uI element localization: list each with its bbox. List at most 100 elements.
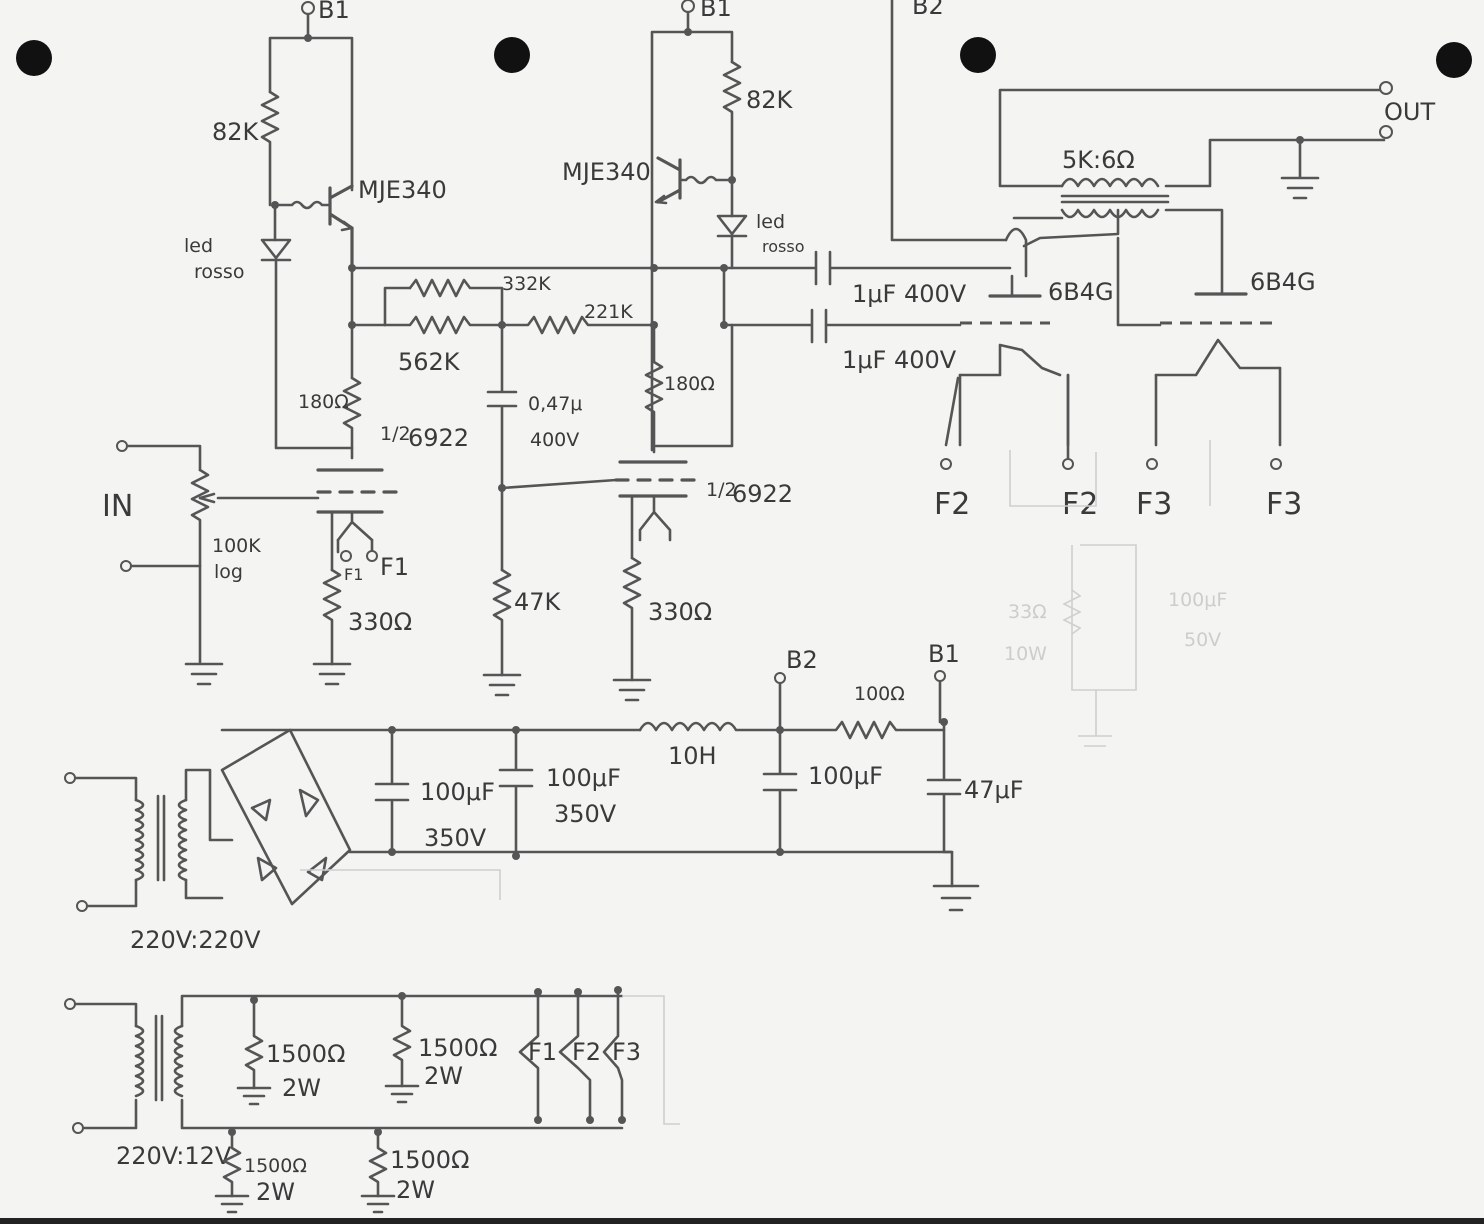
hv-power-supply: 220V:220V 100μF 350V 100μF 350V 10H B2 1…	[64, 640, 1024, 954]
led-right-label-2: rosso	[762, 237, 804, 256]
q-right-label: MJE340	[562, 158, 651, 186]
filament-supply: 220V:12V 1500Ω 2W 1500Ω 2W F1 F2 F3 1500…	[64, 869, 680, 1214]
cap-100c-label: 100μF	[808, 762, 883, 790]
faint-r-value: 33Ω	[1008, 601, 1047, 623]
r-1500b-label: 1500Ω	[418, 1034, 497, 1062]
resistor-330-right	[622, 556, 642, 682]
r-47k-label: 47K	[514, 588, 562, 616]
filament-f1	[518, 990, 540, 1122]
xfmr-hv-label: 220V:220V	[130, 926, 261, 954]
resistor-1500-b	[392, 994, 412, 1088]
filament-f3	[602, 988, 624, 1122]
resistor-1500-d	[368, 1130, 388, 1198]
choke-10h	[638, 721, 782, 732]
cap-100a-label: 100μF	[420, 778, 495, 806]
pot-value-label: 100K	[212, 535, 261, 557]
f3-b-label: F3	[1266, 487, 1302, 522]
binder-hole	[960, 37, 996, 73]
cap-100b-voltage: 350V	[554, 800, 617, 828]
faint-c-value: 100μF	[1168, 589, 1227, 611]
resistor-562k	[383, 315, 504, 335]
cap-047-voltage: 400V	[530, 429, 579, 451]
r-1500a-label: 1500Ω	[266, 1040, 345, 1068]
potentiometer-100k-log	[190, 468, 210, 664]
triode-6922-left	[316, 468, 398, 514]
cap-100b-label: 100μF	[546, 764, 621, 792]
resistor-1500-c	[222, 1130, 242, 1198]
r-1500c-label: 1500Ω	[244, 1155, 307, 1177]
f2-b-label: F2	[1062, 487, 1098, 522]
in-label: IN	[102, 489, 133, 524]
fil-f1-label: F1	[528, 1038, 557, 1066]
tube-left-half: 1/2	[380, 423, 411, 445]
b1-label-top-mid: B1	[700, 0, 732, 22]
filament-f2	[558, 990, 592, 1122]
output-transformer	[1060, 177, 1160, 219]
right-driver-stage: B1 82K MJE340 led rosso 180Ω 1/2 6922 33…	[562, 0, 804, 702]
bridge-rectifier	[220, 728, 352, 906]
led-left	[260, 238, 292, 262]
binder-hole	[494, 37, 530, 73]
output-stage: 1μF 400V 1μF 400V B2 6B4G F2 F2 5K:6Ω OU…	[722, 0, 1435, 747]
r-332k-label: 332K	[502, 273, 551, 295]
binder-hole	[16, 40, 52, 76]
f3-a-label: F3	[1136, 487, 1172, 522]
transistor-mje340-right	[656, 156, 682, 204]
resistor-100	[778, 720, 946, 740]
resistor-1500-a	[244, 998, 264, 1090]
f2-a-label: F2	[934, 487, 970, 522]
transformer-lv	[134, 1014, 184, 1102]
led-left-label-1: led	[184, 235, 213, 257]
b2-supply-label: B2	[786, 646, 818, 674]
r-330-left-label: 330Ω	[348, 608, 412, 636]
transformer-hv	[134, 794, 188, 882]
resistor-180-right	[644, 360, 664, 454]
r-330-right-label: 330Ω	[648, 598, 712, 626]
choke-label: 10H	[668, 742, 717, 770]
resistor-330-left	[322, 568, 342, 666]
resistor-180-left	[342, 376, 362, 460]
b1-supply-label: B1	[928, 640, 960, 668]
faint-c-voltage: 50V	[1184, 629, 1221, 651]
cap-047-label: 0,47μ	[528, 393, 582, 415]
resistor-82k-left	[260, 90, 280, 207]
tube-right-half: 1/2	[706, 479, 737, 501]
scan-bottom-edge	[0, 1218, 1484, 1224]
r-221k-label: 221K	[584, 301, 633, 323]
r-1500d-label: 1500Ω	[390, 1146, 469, 1174]
led-left-label-2: rosso	[194, 261, 244, 283]
tube-right-type: 6922	[732, 480, 793, 508]
binder-holes	[16, 37, 1472, 78]
resistor-82k-right	[722, 60, 742, 182]
resistor-47k	[492, 568, 512, 677]
out-label: OUT	[1384, 98, 1435, 126]
cap-1uf-bot-label: 1μF 400V	[842, 346, 957, 374]
r-180-right-label: 180Ω	[664, 373, 715, 395]
left-driver-stage: B1 82K MJE340 led rosso 180Ω 1/2 6922	[102, 0, 469, 686]
r-100-label: 100Ω	[854, 683, 905, 705]
q-left-label: MJE340	[358, 176, 447, 204]
b2-label-top: B2	[912, 0, 944, 20]
triode-6922-right	[614, 460, 696, 498]
r-1500b-watt: 2W	[424, 1062, 463, 1090]
led-right	[716, 214, 748, 238]
r-82k-right-label: 82K	[746, 86, 794, 114]
cap-100a-voltage: 350V	[424, 824, 487, 852]
r-82k-left-label: 82K	[212, 118, 260, 146]
cap-1uf-top-label: 1μF 400V	[852, 280, 967, 308]
tube-left-type: 6922	[408, 424, 469, 452]
xfmr-lv-label: 220V:12V	[116, 1142, 232, 1170]
pot-taper-label: log	[214, 561, 243, 583]
heater-f1-b: F1	[380, 553, 409, 581]
tube-6b4g-left-label: 6B4G	[1048, 278, 1114, 306]
led-right-label-1: led	[756, 211, 785, 233]
fil-f3-label: F3	[612, 1038, 641, 1066]
coupling-network: 332K 562K 221K 0,47μ 400V 47K	[350, 266, 726, 697]
r-1500d-watt: 2W	[396, 1176, 435, 1204]
b1-label-top-left: B1	[318, 0, 350, 24]
tube-6b4g-right-label: 6B4G	[1250, 268, 1316, 296]
r-1500a-watt: 2W	[282, 1074, 321, 1102]
fil-f2-label: F2	[572, 1038, 601, 1066]
resistor-221k	[500, 315, 656, 335]
